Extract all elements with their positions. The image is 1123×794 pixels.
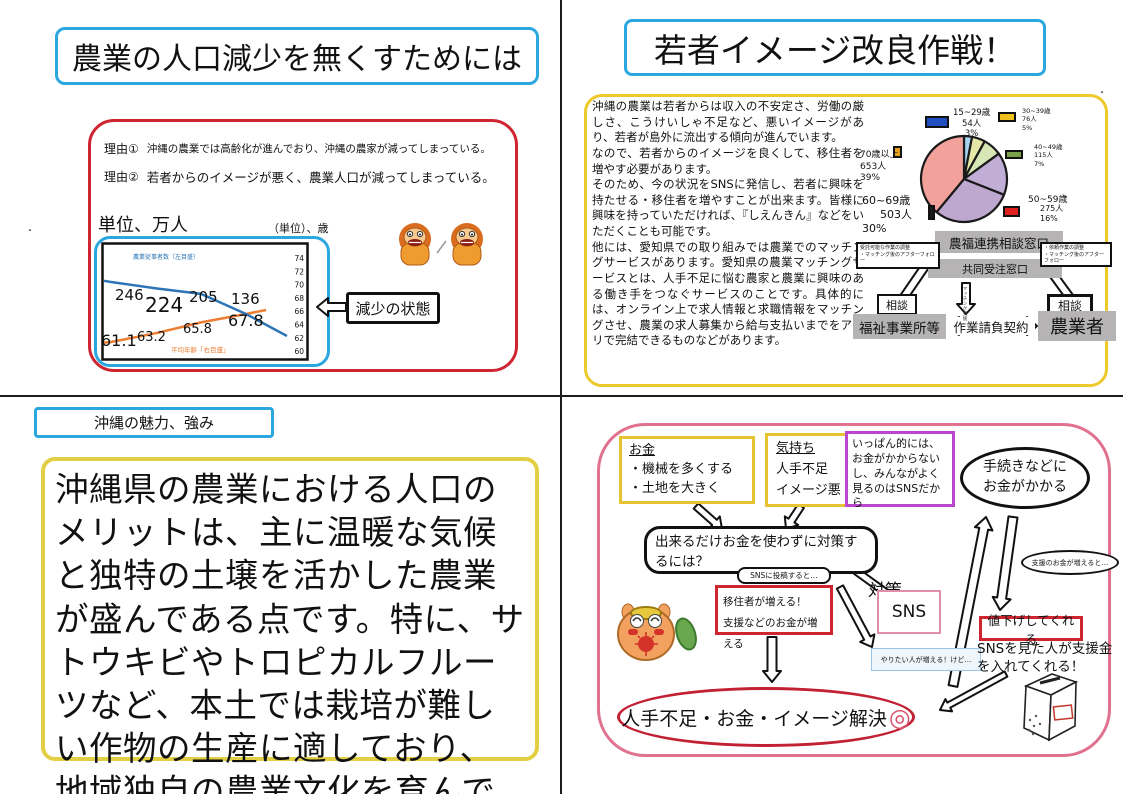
chart-plot-border [101, 242, 309, 361]
legend-swatch-60-69 [928, 205, 935, 220]
diagram-right-note: ・依頼作業の調整 ・マッチング後のアフターフォロー [1040, 242, 1112, 267]
br-wish-note: やりたい人が増える！けど… [871, 648, 981, 671]
chart-text: 60 [294, 347, 304, 356]
legend-15-29: 15~29歳 54人 3% [953, 108, 991, 140]
chart-text: 64 [294, 321, 304, 330]
tl-decline-callout: 減少の状態 [346, 292, 440, 324]
pie-slice [919, 134, 966, 214]
chart-text: 平均年齢「右目盛」 [171, 345, 230, 354]
chart-text: 224 [145, 293, 183, 317]
legend-swatch-70plus [893, 146, 902, 158]
chart-text: 61.1 [101, 331, 137, 350]
legend-swatch-30-39 [998, 112, 1016, 122]
chart-text: 65.8 [183, 322, 212, 337]
br-feeling-line1: 人手不足 [776, 461, 829, 477]
br-result-box: 移住者が増える！ 支援などのお金が増える [715, 585, 833, 650]
chart-text: 63.2 [137, 330, 166, 345]
pie-chart-age-distribution [919, 134, 1009, 223]
tl-reason-2-text: 若者からのイメージが悪く、農業人口が減ってしまっている。 [146, 170, 495, 185]
legend-swatch-15-29 [925, 116, 949, 128]
diagram-matching-label: マッチング支援 [962, 286, 967, 321]
tl-reason-1-label: 理由① [104, 142, 139, 156]
br-solution-mark: ◎ [888, 702, 911, 732]
chart-text: 136 [231, 290, 260, 308]
diagram-work-contract-label: 作業請負契約 [947, 317, 1035, 335]
br-money-box: お金 ・機械を多くする ・土地を大きく [619, 436, 755, 504]
chart-text: 205 [189, 288, 218, 306]
tr-slide-title: 若者イメージ改良作戦！ [624, 19, 1046, 76]
legend-swatch-40-49 [1005, 150, 1023, 159]
vertical-divider [560, 0, 562, 794]
br-cost-ellipse: 手続きなどに お金がかかる [960, 447, 1090, 509]
diagram-consultation-window: 農福連携相談窓口 [935, 231, 1063, 253]
shisa-right-icon [451, 223, 483, 266]
shisa-character-illustration [617, 603, 697, 661]
diagram-welfare-office: 福祉事業所等 [853, 314, 946, 339]
legend-40-49: 40~49歳 115人 7% [1034, 143, 1063, 168]
br-feeling-line2: イメージ悪 [776, 482, 841, 498]
br-support-text: SNSを見た人が支援金を入れてくれる！ [977, 641, 1113, 675]
chart-text: 農業従事者数（左目盛） [133, 253, 199, 261]
br-solution-ellipse: 人手不足・お金・イメージ解決 ◎ [617, 687, 915, 747]
tl-reason-1-text: 沖縄の農業では高齢化が進んでおり、沖縄の農家が減ってしまっている。 [146, 143, 491, 155]
br-solution-text: 人手不足・お金・イメージ解決 [621, 707, 887, 730]
chart-text: 66 [294, 307, 304, 316]
br-money-line2: ・土地を大きく [629, 480, 721, 496]
tr-body-text: 沖縄の農業は若者からは収入の不安定さ、労働の厳しさ、こうけいしゃ不足など、悪いイ… [592, 99, 864, 348]
cactus-icon [675, 617, 697, 651]
tl-reason-1: 理由① 沖縄の農業では高齢化が進んでおり、沖縄の農家が減ってしまっている。 [104, 140, 491, 157]
tl-left-axis-unit: 単位、万人 [98, 215, 188, 236]
horizontal-divider [0, 395, 1123, 397]
legend-30-39: 30~39歳 76人 5% [1022, 107, 1051, 132]
bl-merit-box [41, 457, 539, 761]
tl-stray-dot: . [28, 220, 33, 235]
legend-70plus: 70歳以上 653人 39% [860, 150, 899, 184]
chart-text: 72 [294, 267, 304, 276]
br-feeling-title: 気持ち [776, 441, 816, 456]
br-support-increase-ellipse: 支援のお金が増えると… [1021, 550, 1119, 575]
diagram-joint-order-window: 共同受注窓口 [928, 259, 1062, 278]
chart-text: 74 [294, 254, 304, 263]
tr-stray-dot: . [1100, 82, 1105, 97]
slash-mark [436, 240, 447, 254]
donation-label [1052, 704, 1074, 721]
diagram-farmer: 農業者 [1038, 311, 1116, 341]
diagram-left-note: 受託可能な作業の調整 ・マッチング後のアフターフォロー [856, 242, 940, 269]
shisa-mascots-illustration [399, 223, 483, 266]
chart-text: 67.8 [228, 311, 264, 330]
br-money-title: お金 [629, 443, 656, 458]
chart-text: 70 [294, 281, 304, 290]
pie-slice [935, 177, 1006, 223]
tl-slide-title: 農業の人口減少を無くすためには [55, 27, 539, 85]
bl-heading-box: 沖縄の魅力、強み [34, 407, 274, 438]
legend-50-59-values: 275人 16% [1040, 204, 1064, 224]
bl-merit-text: 沖縄県の農業における人口のメリットは、主に温暖な気候と独特の土壌を活かした農業が… [55, 470, 525, 794]
legend-50-59-label: 50~59歳 [1028, 195, 1068, 205]
shisa-left-icon [399, 223, 431, 266]
tl-reason-2-label: 理由② [104, 170, 139, 184]
avg-age-line [103, 308, 267, 344]
farm-workers-line [103, 279, 288, 338]
br-sns-box: SNS [877, 590, 941, 634]
br-sns-post-bubble: SNSに投稿すると… [737, 567, 831, 584]
diagram-consult-left: 相談 [877, 294, 917, 315]
chart-text: 68 [294, 294, 304, 303]
br-question-box: 出来るだけお金を使わずに対策するには？ [644, 526, 878, 574]
br-sns-reason-box: いっぱん的には、お金がかからないし、みんながよく見るのはSNSだから [845, 431, 955, 509]
legend-swatch-50-59 [1003, 206, 1020, 217]
coin-slot [1039, 676, 1061, 685]
chart-text: 62 [294, 334, 304, 343]
chart-text: 246 [115, 286, 144, 304]
legend-60-69: 60~69歳 503人 30% [862, 194, 912, 235]
br-price-cut-box: 値下げしてくれる [979, 613, 1083, 647]
donation-box-illustration [1023, 673, 1079, 742]
tl-right-axis-unit: （単位）、歳 [268, 222, 329, 235]
br-money-line1: ・機械を多くする [629, 461, 734, 477]
tl-reason-2: 理由② 若者からのイメージが悪く、農業人口が減ってしまっている。 [104, 167, 495, 186]
